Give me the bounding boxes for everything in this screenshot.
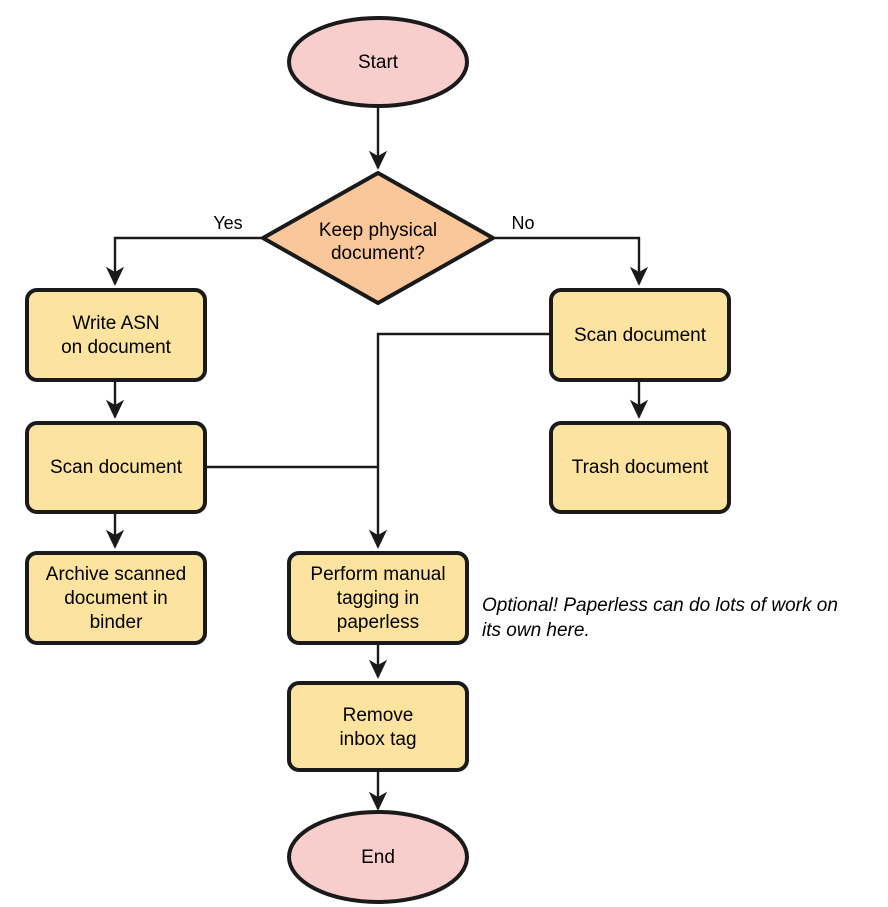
write-asn-label-line2: on document xyxy=(61,337,172,358)
archive-label-line3: binder xyxy=(90,612,143,633)
write-asn-label-line1: Write ASN xyxy=(72,313,159,334)
node-write-asn-on-document[interactable]: Write ASN on document xyxy=(25,288,207,382)
node-decision-keep-physical-document[interactable]: Keep physical document? xyxy=(261,171,495,305)
node-end[interactable]: End xyxy=(287,810,469,904)
node-scan-document-left[interactable]: Scan document xyxy=(25,421,207,514)
node-trash-document[interactable]: Trash document xyxy=(549,421,731,514)
archive-box-shape xyxy=(25,551,207,645)
manual-tagging-label-line3: paperless xyxy=(337,612,419,633)
end-label: End xyxy=(361,847,395,868)
annotation-line2: its own here. xyxy=(482,620,590,641)
edge-decision-yes-to-write-asn xyxy=(105,236,263,286)
start-label: Start xyxy=(358,52,399,73)
decision-label-line2: document? xyxy=(331,243,425,264)
scan-document-left-box-shape xyxy=(25,421,207,514)
node-remove-inbox-tag[interactable]: Remove inbox tag xyxy=(287,681,469,772)
manual-tagging-box-shape xyxy=(287,551,469,645)
archive-label-line2: document in xyxy=(64,588,168,609)
edge-decision-no-to-scan-right xyxy=(493,236,649,286)
decision-label-line1: Keep physical xyxy=(319,220,437,241)
start-ellipse-shape xyxy=(287,16,469,108)
remove-inbox-tag-label-line1: Remove xyxy=(343,705,414,726)
manual-tagging-label-line2: tagging in xyxy=(337,588,419,609)
trash-document-box-shape xyxy=(549,421,731,514)
edge-label-no: No xyxy=(511,213,534,233)
archive-label-line1: Archive scanned xyxy=(46,564,186,585)
scan-document-right-label: Scan document xyxy=(574,325,707,346)
trash-document-label: Trash document xyxy=(572,457,709,478)
scan-document-right-box-shape xyxy=(549,288,731,382)
edge-label-yes: Yes xyxy=(213,213,242,233)
decision-diamond-shape xyxy=(261,171,495,305)
node-scan-document-right[interactable]: Scan document xyxy=(549,288,731,382)
remove-inbox-tag-label-line2: inbox tag xyxy=(339,729,416,750)
node-start[interactable]: Start xyxy=(287,16,469,108)
write-asn-box-shape xyxy=(25,288,207,382)
annotation-optional-paperless: Optional! Paperless can do lots of work … xyxy=(482,595,838,641)
end-ellipse-shape xyxy=(287,810,469,904)
remove-inbox-tag-box-shape xyxy=(287,681,469,772)
scan-document-left-label: Scan document xyxy=(50,457,183,478)
manual-tagging-label-line1: Perform manual xyxy=(310,564,445,585)
node-archive-scanned-document[interactable]: Archive scanned document in binder xyxy=(25,551,207,645)
node-perform-manual-tagging[interactable]: Perform manual tagging in paperless xyxy=(287,551,469,645)
annotation-line1: Optional! Paperless can do lots of work … xyxy=(482,595,838,616)
connector-layer xyxy=(105,106,649,811)
edge-scan-right-to-trunk xyxy=(376,332,551,466)
